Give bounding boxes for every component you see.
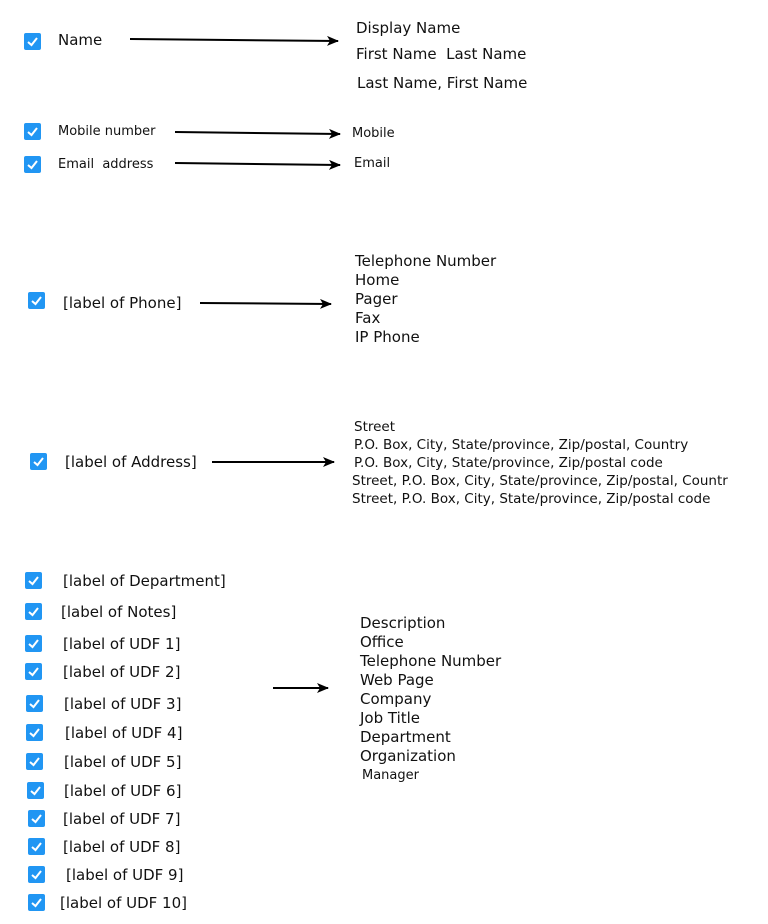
name-option-display: Display Name: [356, 19, 461, 37]
other-field-label: [label of Notes]: [61, 603, 177, 621]
other-field-checkbox[interactable]: [28, 838, 45, 855]
check-icon: [28, 607, 39, 617]
name-checkbox[interactable]: [24, 33, 41, 50]
other-field-label: [label of UDF 10]: [60, 894, 187, 912]
other-field-checkbox[interactable]: [26, 695, 43, 712]
other-option: Office: [360, 633, 404, 651]
other-options: Description Office Telephone Number Web …: [360, 614, 501, 785]
mobile-checkbox[interactable]: [24, 123, 41, 140]
check-icon: [31, 870, 42, 880]
other-option: Job Title: [360, 709, 421, 727]
phone-option: Telephone Number: [355, 252, 497, 270]
other-field-checkbox[interactable]: [26, 753, 43, 770]
name-option-first-last: First Name Last Name: [356, 45, 527, 63]
address-option: P.O. Box, City, State/province, Zip/post…: [354, 455, 663, 471]
arrow-name: [129, 35, 339, 46]
mobile-option: Mobile: [352, 126, 395, 141]
phone-option: Home: [355, 271, 400, 289]
name-label: Name: [58, 31, 103, 49]
other-option: Company: [360, 690, 432, 708]
other-field-checkbox[interactable]: [25, 635, 42, 652]
address-label: [label of Address]: [65, 453, 197, 471]
check-icon: [31, 814, 42, 824]
check-icon: [33, 457, 44, 467]
check-icon: [28, 667, 39, 677]
other-field-label: [label of UDF 3]: [64, 695, 182, 713]
check-icon: [27, 127, 38, 137]
phone-option: Pager: [355, 290, 398, 308]
check-icon: [29, 699, 40, 709]
check-icon: [31, 842, 42, 852]
other-field-checkbox[interactable]: [28, 894, 45, 911]
address-option: Street, P.O. Box, City, State/province, …: [352, 491, 711, 507]
check-icon: [28, 576, 39, 586]
check-icon: [31, 296, 42, 306]
check-icon: [27, 160, 38, 170]
other-field-checkbox[interactable]: [27, 782, 44, 799]
check-icon: [31, 898, 42, 908]
phone-options: Telephone Number Home Pager Fax IP Phone: [355, 252, 496, 347]
other-field-label: [label of UDF 1]: [63, 635, 181, 653]
phone-checkbox[interactable]: [28, 292, 45, 309]
check-icon: [28, 639, 39, 649]
phone-option: IP Phone: [355, 328, 420, 346]
email-checkbox[interactable]: [24, 156, 41, 173]
other-field-checkbox[interactable]: [26, 724, 43, 741]
check-icon: [29, 728, 40, 738]
check-icon: [30, 786, 41, 796]
other-option: Description: [360, 614, 446, 632]
other-field-checkbox[interactable]: [25, 603, 42, 620]
other-field-label: [label of UDF 6]: [64, 782, 182, 800]
other-option: Department: [360, 728, 451, 746]
arrow-phone: [199, 298, 332, 309]
email-option: Email: [354, 156, 391, 171]
email-label: Email address: [58, 157, 154, 172]
arrow-email: [174, 159, 341, 170]
mobile-label: Mobile number: [58, 124, 156, 139]
other-field-label: [label of UDF 7]: [63, 810, 181, 828]
other-field-label: [label of UDF 2]: [63, 663, 181, 681]
address-option: P.O. Box, City, State/province, Zip/post…: [354, 437, 689, 453]
other-field-label: [label of UDF 5]: [64, 753, 182, 771]
phone-option: Fax: [355, 309, 381, 327]
address-option: Street, P.O. Box, City, State/province, …: [352, 473, 728, 489]
other-option: Web Page: [360, 671, 434, 689]
phone-label: [label of Phone]: [63, 294, 182, 312]
other-field-label: [label of Department]: [63, 572, 226, 590]
other-field-checkbox[interactable]: [25, 572, 42, 589]
other-option: Telephone Number: [360, 652, 502, 670]
other-field-checkbox[interactable]: [28, 810, 45, 827]
other-field-checkbox[interactable]: [25, 663, 42, 680]
other-field-label: [label of UDF 4]: [65, 724, 183, 742]
other-field-label: [label of UDF 9]: [66, 866, 184, 884]
name-option-last-first: Last Name, First Name: [357, 74, 528, 92]
check-icon: [29, 757, 40, 767]
other-option: Organization: [360, 747, 456, 765]
other-option: Manager: [362, 768, 419, 783]
address-option: Street: [354, 419, 396, 435]
arrow-mobile: [174, 128, 341, 139]
other-field-label: [label of UDF 8]: [63, 838, 181, 856]
check-icon: [27, 37, 38, 47]
address-checkbox[interactable]: [30, 453, 47, 470]
other-field-checkbox[interactable]: [28, 866, 45, 883]
